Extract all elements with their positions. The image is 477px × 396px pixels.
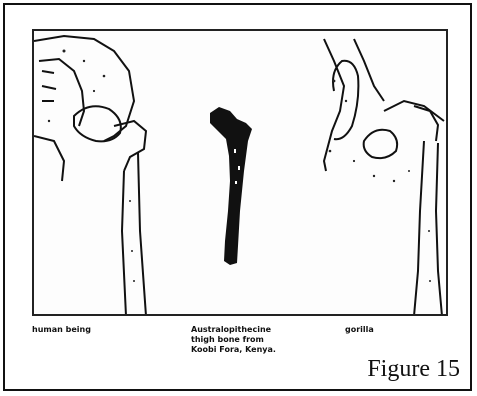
figure-label: Figure 15 [367,356,460,383]
bone-comparison-illustration [34,31,448,316]
human-being-caption: human being [32,325,91,335]
gorilla-shading [329,80,431,282]
illustration-panel [32,29,448,316]
gorilla-caption: gorilla [345,325,374,335]
australopithecine-caption: Australopithecine thigh bone from Koobi … [191,325,276,355]
gorilla-pelvis-femur-drawing [324,39,444,316]
australopithecine-femur-drawing [210,107,252,265]
figure-outer-frame: human being Australopithecine thigh bone… [3,3,472,391]
human-pelvis-femur-drawing [34,36,146,316]
